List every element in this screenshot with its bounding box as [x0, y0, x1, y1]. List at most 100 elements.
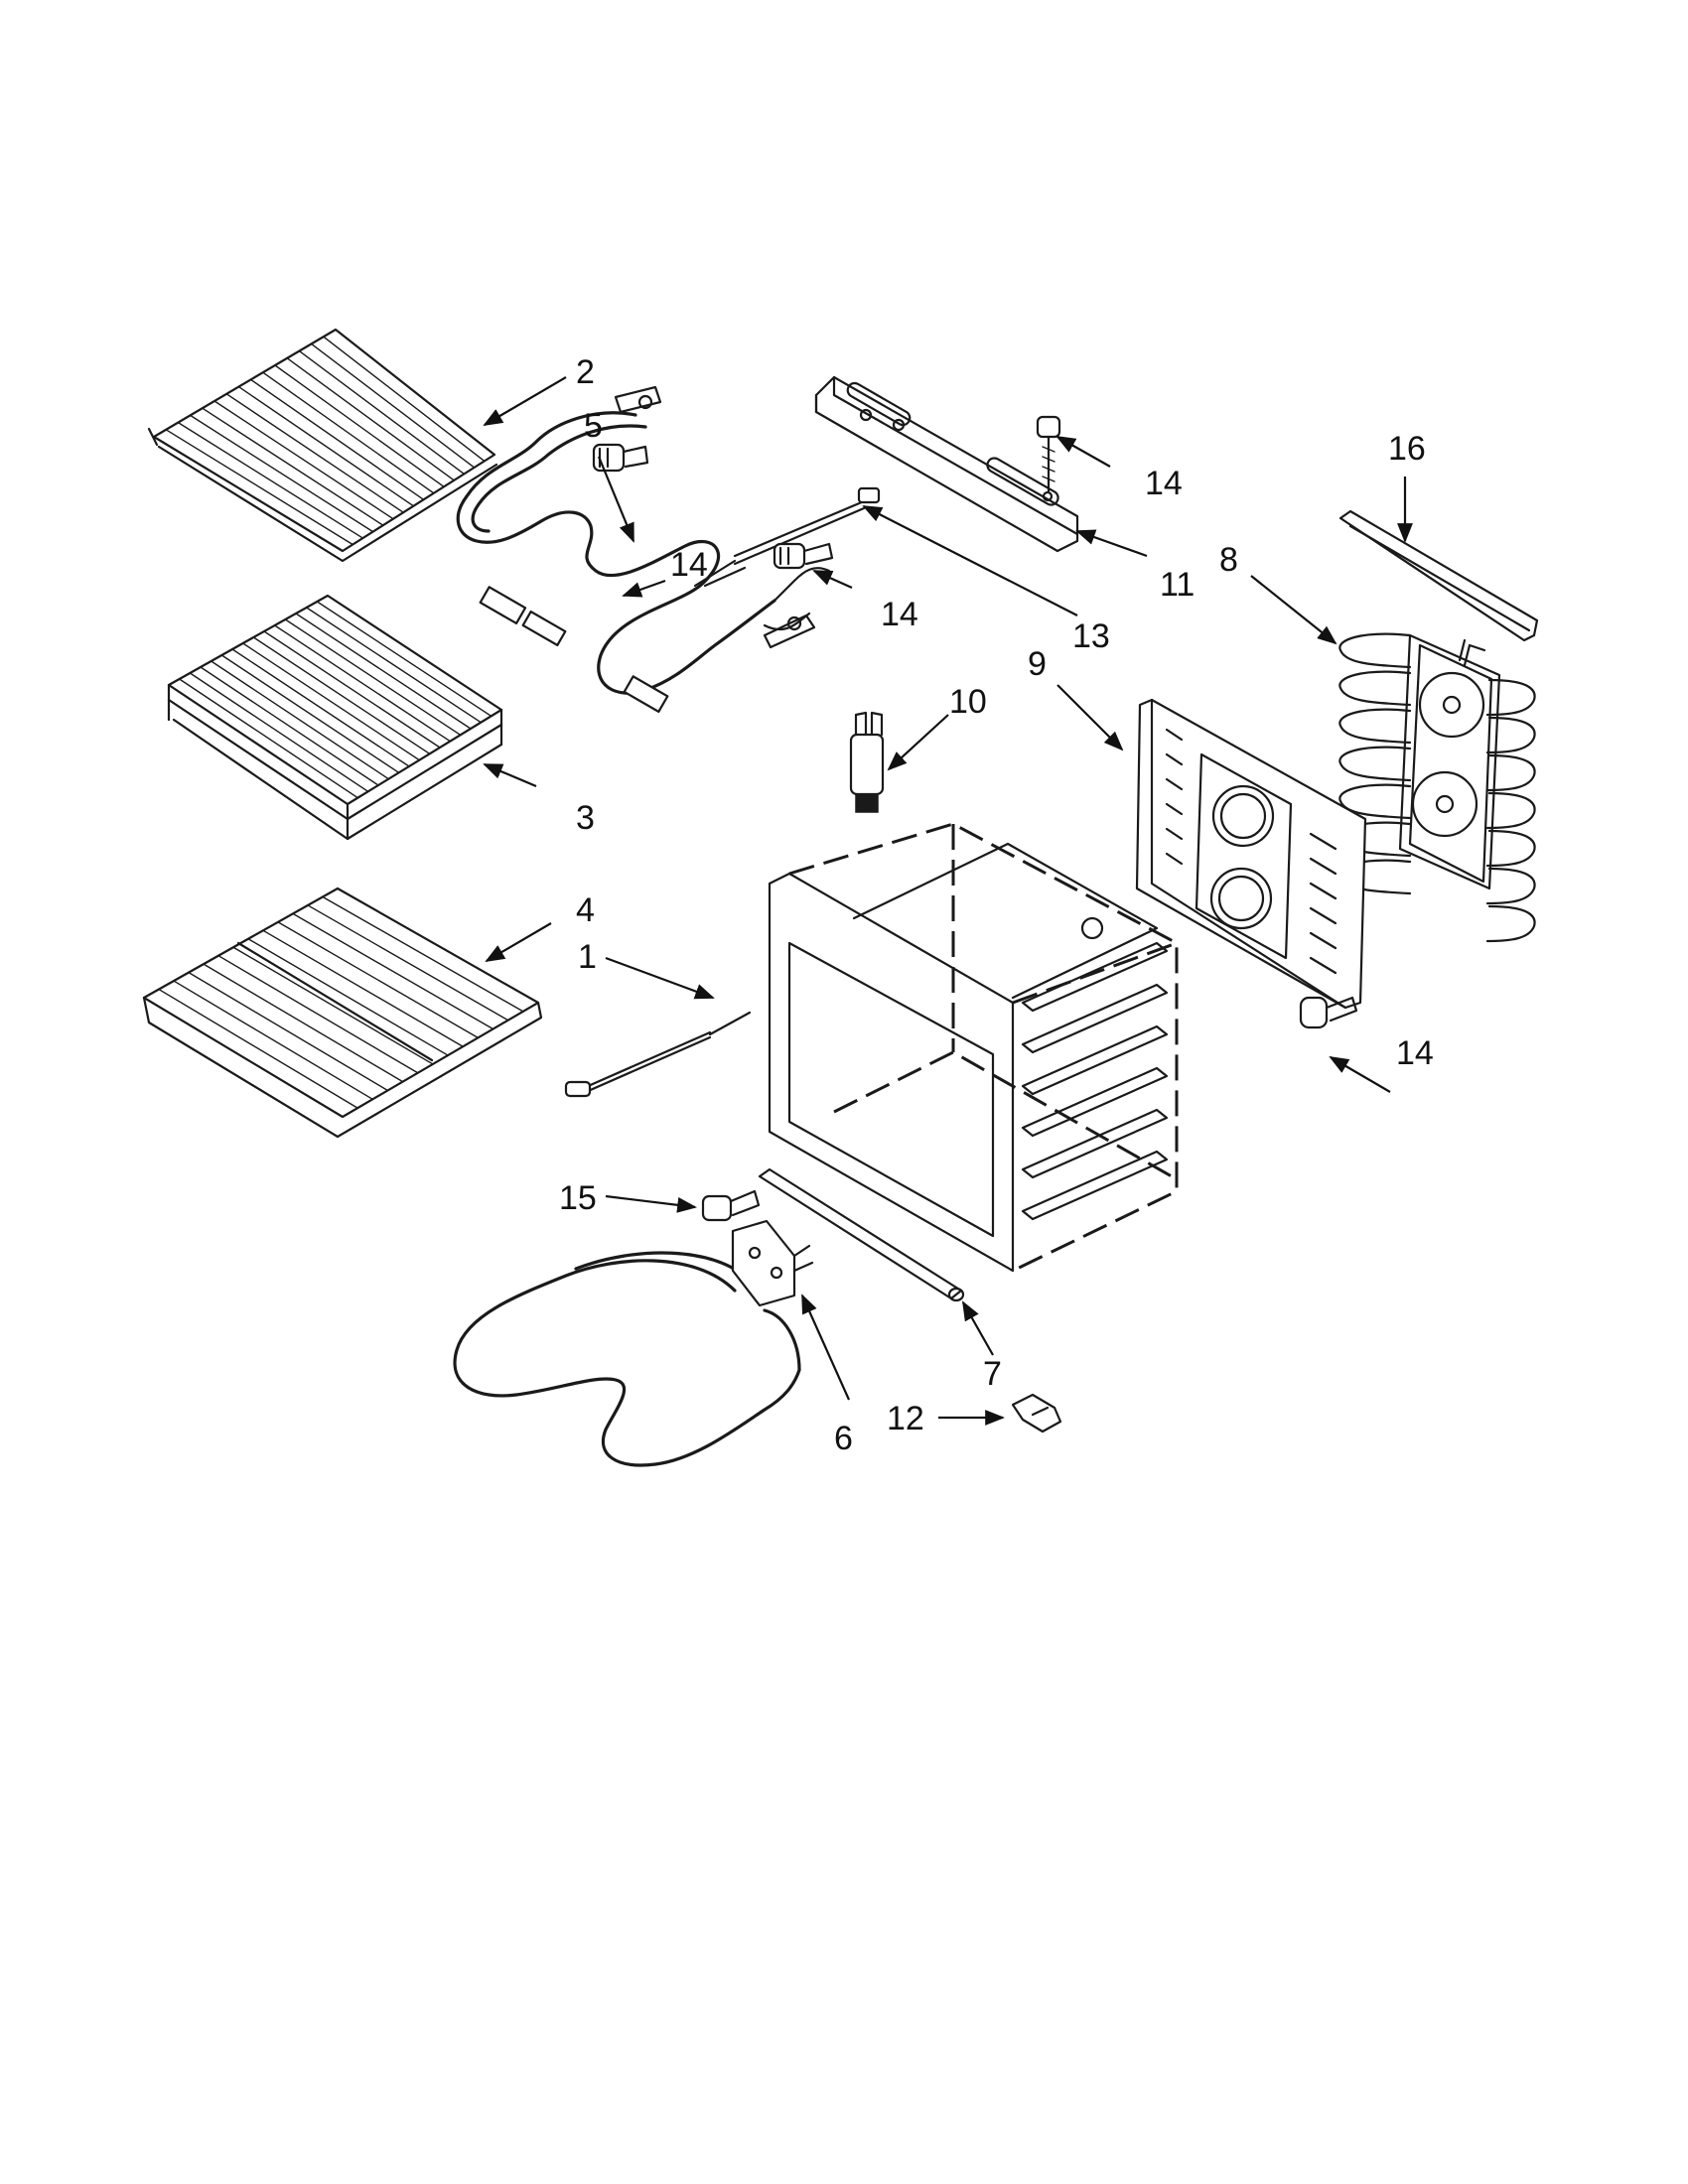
leader-10	[887, 714, 949, 771]
callout-5: 5	[584, 407, 603, 445]
leader-lines	[483, 376, 1413, 1426]
rack-wire	[247, 938, 449, 1056]
part-14-screw-b	[1036, 415, 1061, 493]
vent-slot	[1309, 882, 1337, 900]
part-9-rear-panel	[1135, 698, 1367, 1010]
rack-wire	[225, 393, 404, 513]
vent-slot	[1309, 906, 1337, 925]
rack-guide	[1021, 1024, 1169, 1096]
rack-wire	[292, 912, 494, 1030]
rack-wire	[189, 672, 369, 793]
rack-guide	[1021, 941, 1169, 1013]
rack-wire	[286, 357, 455, 481]
rack-wire	[263, 630, 441, 749]
leader-15	[605, 1194, 697, 1213]
leader-8	[1250, 575, 1337, 645]
vent-slot	[1165, 777, 1184, 791]
part-14-screw-d	[1299, 996, 1358, 1029]
leader-14c	[1055, 436, 1111, 468]
rack-wire	[298, 349, 466, 476]
callout-14-c: 14	[1145, 465, 1183, 502]
rack-wire	[274, 364, 445, 488]
leader-3	[483, 762, 537, 788]
leader-6	[800, 1294, 851, 1401]
coil-loop	[1338, 783, 1412, 820]
vent-slot	[1165, 752, 1184, 766]
callout-13: 13	[1072, 617, 1110, 655]
rack-wire	[158, 988, 358, 1109]
leader-13	[862, 505, 1078, 616]
rack-wire	[307, 904, 509, 1022]
rack-wire	[189, 414, 374, 533]
rack-wire	[188, 971, 389, 1092]
rack-wire	[210, 660, 390, 780]
rack-wire	[305, 607, 483, 724]
part-3-roller-rack	[167, 594, 503, 841]
rack-wire	[310, 342, 476, 469]
vent-slot	[1165, 728, 1184, 742]
rack-wire	[284, 618, 462, 737]
rack-wire	[323, 336, 486, 463]
rack-wire	[273, 624, 452, 743]
rack-wire	[177, 421, 364, 539]
coil-loop	[1338, 708, 1412, 745]
coil-loop	[1485, 904, 1536, 943]
part-1-temperature-sensor	[564, 1011, 752, 1098]
rack-guide	[1021, 1150, 1169, 1221]
rack-wire	[202, 407, 384, 526]
coil-loop	[1485, 753, 1536, 792]
leader-14b	[812, 569, 853, 590]
rack-wire	[252, 636, 431, 755]
rack-wire	[322, 895, 524, 1013]
rack-wire	[200, 666, 379, 786]
rack-wire	[237, 385, 415, 507]
part-5-broil-element	[456, 385, 831, 714]
callout-6: 6	[834, 1420, 853, 1457]
callout-14-d: 14	[1396, 1034, 1434, 1072]
vent-slot	[1309, 956, 1337, 975]
rack-wire	[178, 678, 359, 799]
rack-wire	[249, 378, 425, 500]
callout-1: 1	[578, 938, 597, 976]
callout-16: 16	[1388, 430, 1426, 468]
callout-10: 10	[949, 683, 987, 721]
vent-slot	[1309, 857, 1337, 876]
part-12-clip	[1011, 1393, 1062, 1433]
callout-numbers: 2 5 14 14 14 14 16 11 13 8 9 10 3 4 1 15…	[559, 353, 1434, 1457]
rack-wire	[165, 429, 353, 546]
vent-slot	[1165, 827, 1184, 841]
oven-cavity-main	[768, 822, 1179, 1273]
callout-11: 11	[1160, 566, 1195, 604]
callout-2: 2	[576, 353, 595, 391]
rack-wire	[232, 946, 434, 1065]
vent-slot	[1309, 931, 1337, 950]
callout-12: 12	[887, 1400, 924, 1437]
rack-wire	[262, 371, 435, 494]
vent-slot	[1309, 832, 1337, 851]
callout-4: 4	[576, 891, 595, 929]
coil-loop	[1485, 867, 1536, 905]
part-16-strip	[1338, 509, 1539, 642]
part-7-tube	[758, 1167, 965, 1302]
part-11-bracket	[814, 375, 1079, 553]
leader-2	[483, 376, 567, 427]
coil-loop	[1338, 632, 1412, 669]
rack-guide	[1021, 1108, 1169, 1179]
rack-wire	[217, 954, 419, 1074]
leader-9	[1056, 684, 1124, 751]
callout-8: 8	[1219, 541, 1238, 579]
callout-9: 9	[1028, 645, 1047, 683]
leader-14a	[622, 579, 666, 598]
part-10-thermal-fuse	[849, 711, 885, 813]
callout-15: 15	[559, 1179, 597, 1217]
callout-3: 3	[576, 799, 595, 837]
coil-loop	[1485, 716, 1536, 754]
rack-wire	[173, 980, 374, 1101]
part-13-sensor	[693, 486, 881, 588]
rack-wire	[220, 654, 400, 774]
coil-loop	[1338, 670, 1412, 707]
leader-7	[962, 1300, 994, 1356]
coil-loop	[1485, 791, 1536, 830]
